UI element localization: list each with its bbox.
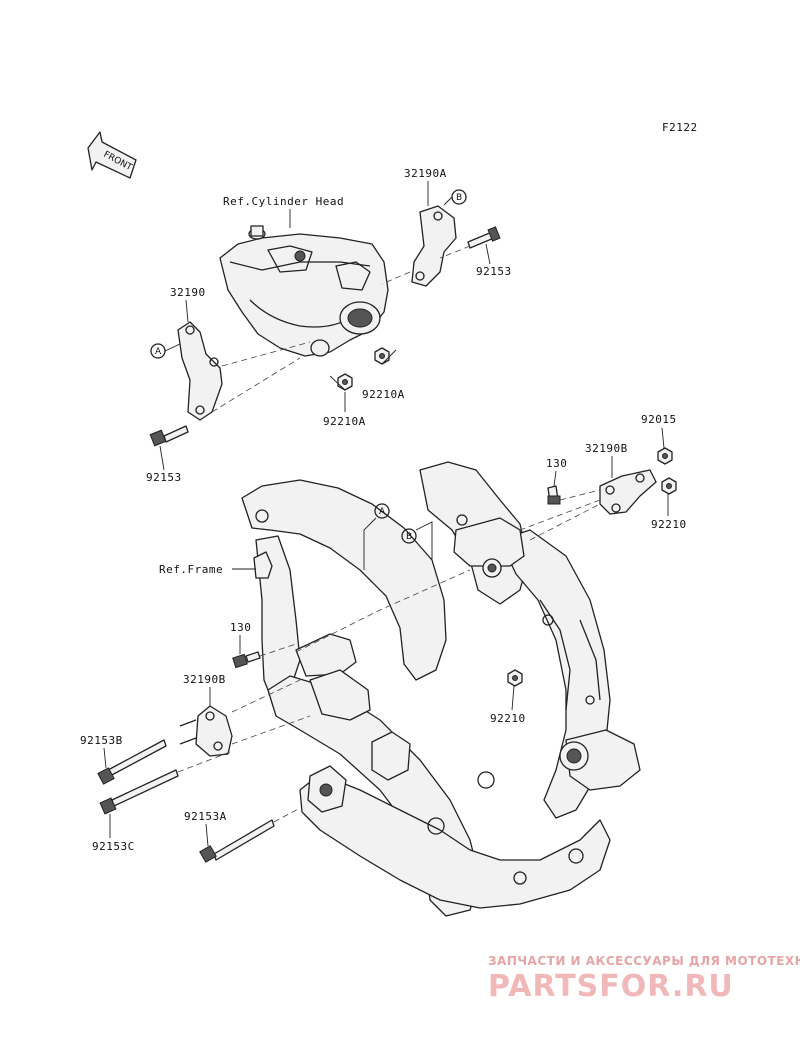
bolt-130-mid xyxy=(232,651,261,669)
circle-marker-a-frame-label: A xyxy=(379,507,386,517)
part-92210A-1-label: 92210A xyxy=(362,388,405,401)
part-130-top-label: 130 xyxy=(546,457,567,470)
bracket-32190A xyxy=(411,205,457,287)
watermark-line1: ЗАПЧАСТИ И АКСЕССУАРЫ ДЛЯ МОТОТЕХНИКИ xyxy=(488,954,800,968)
part-92015-label: 92015 xyxy=(641,413,677,426)
bracket-32190 xyxy=(177,321,223,421)
bolt-92153-left xyxy=(149,425,189,447)
bracket-32190B-mid xyxy=(195,705,233,757)
part-92210-top-label: 92210 xyxy=(651,518,687,531)
bolt-92153C xyxy=(99,769,179,815)
circle-marker-a-frame xyxy=(374,503,390,519)
cylinder-head xyxy=(219,225,389,357)
nut-92210-top xyxy=(661,477,677,495)
part-92210-mid-label: 92210 xyxy=(490,712,526,725)
bracket-32190B-top xyxy=(599,469,657,515)
front-arrow-icon: FRONT xyxy=(87,131,137,179)
bolt-130-top xyxy=(547,485,561,505)
part-32190A-label: 32190A xyxy=(404,167,447,180)
figure-code: F2122 xyxy=(662,121,698,134)
bolt-92153A xyxy=(199,819,275,863)
part-92153A-label: 92153A xyxy=(184,810,227,823)
nut-92210A-2 xyxy=(337,373,353,391)
part-92153-top-label: 92153 xyxy=(476,265,512,278)
nut-92210-mid xyxy=(507,669,523,687)
part-32190B-mid-label: 32190B xyxy=(183,673,226,686)
watermark: ЗАПЧАСТИ И АКСЕССУАРЫ ДЛЯ МОТОТЕХНИКИ PA… xyxy=(488,954,800,1004)
bolt-92153-top xyxy=(467,226,501,249)
part-32190-label: 32190 xyxy=(170,286,206,299)
part-92153B-label: 92153B xyxy=(80,734,123,747)
part-92210A-2-label: 92210A xyxy=(323,415,366,428)
nut-92015 xyxy=(657,447,673,465)
circle-marker-a-left-label: A xyxy=(155,347,162,357)
frame xyxy=(241,461,641,917)
watermark-line2: PARTSFOR.RU xyxy=(488,969,734,1004)
part-32190B-top-label: 32190B xyxy=(585,442,628,455)
ref-cylinder-head-label: Ref.Cylinder Head xyxy=(223,195,344,208)
bolt-92153B xyxy=(97,739,167,785)
part-92153C-label: 92153C xyxy=(92,840,135,853)
circle-marker-b-frame-label: B xyxy=(406,532,412,542)
ref-frame-label: Ref.Frame xyxy=(159,563,223,576)
nut-92210A-1 xyxy=(374,347,390,365)
circle-marker-b-top-label: B xyxy=(456,193,462,203)
part-130-mid-label: 130 xyxy=(230,621,251,634)
part-92153-left-label: 92153 xyxy=(146,471,182,484)
circle-marker-b-frame xyxy=(401,528,417,544)
